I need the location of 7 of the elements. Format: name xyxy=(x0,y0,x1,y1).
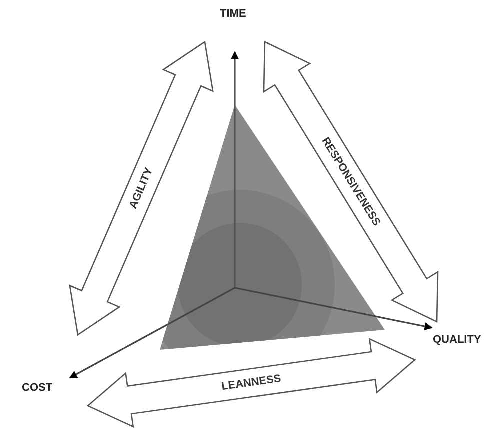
arrow-label: LEANNESS xyxy=(221,372,282,394)
axis-label: QUALITY xyxy=(433,334,482,346)
double-arrow xyxy=(69,40,214,336)
double-arrow xyxy=(86,338,416,428)
axis-label: COST xyxy=(22,382,53,394)
axis-label: TIME xyxy=(220,8,246,20)
double-arrow xyxy=(263,40,439,324)
